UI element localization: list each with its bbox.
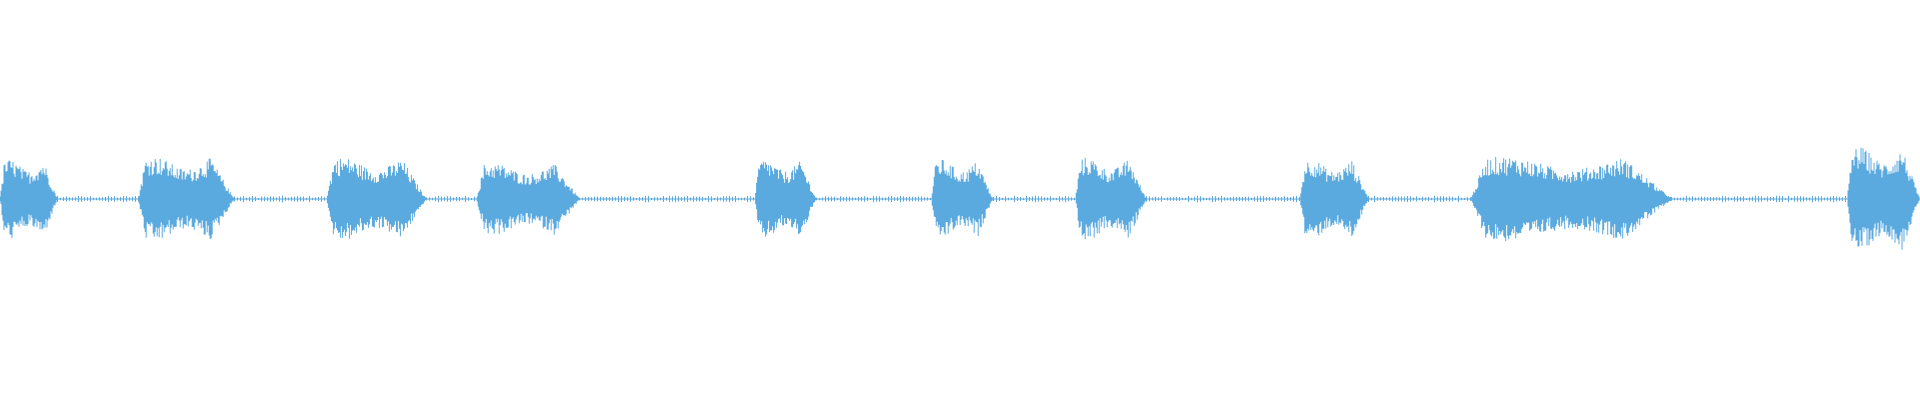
waveform-segment-8	[1300, 161, 1370, 236]
waveform-segment-4	[476, 165, 580, 235]
waveform-segment-1	[0, 160, 58, 238]
waveform-segment-5	[755, 161, 817, 237]
waveform-segment-2	[138, 158, 235, 240]
waveform-segment-7	[1075, 158, 1147, 240]
waveform-segment-9	[1471, 157, 1673, 241]
waveform-segment-6	[931, 159, 993, 236]
waveform-segment-3	[326, 159, 426, 239]
waveform-segment-10	[1847, 147, 1920, 250]
